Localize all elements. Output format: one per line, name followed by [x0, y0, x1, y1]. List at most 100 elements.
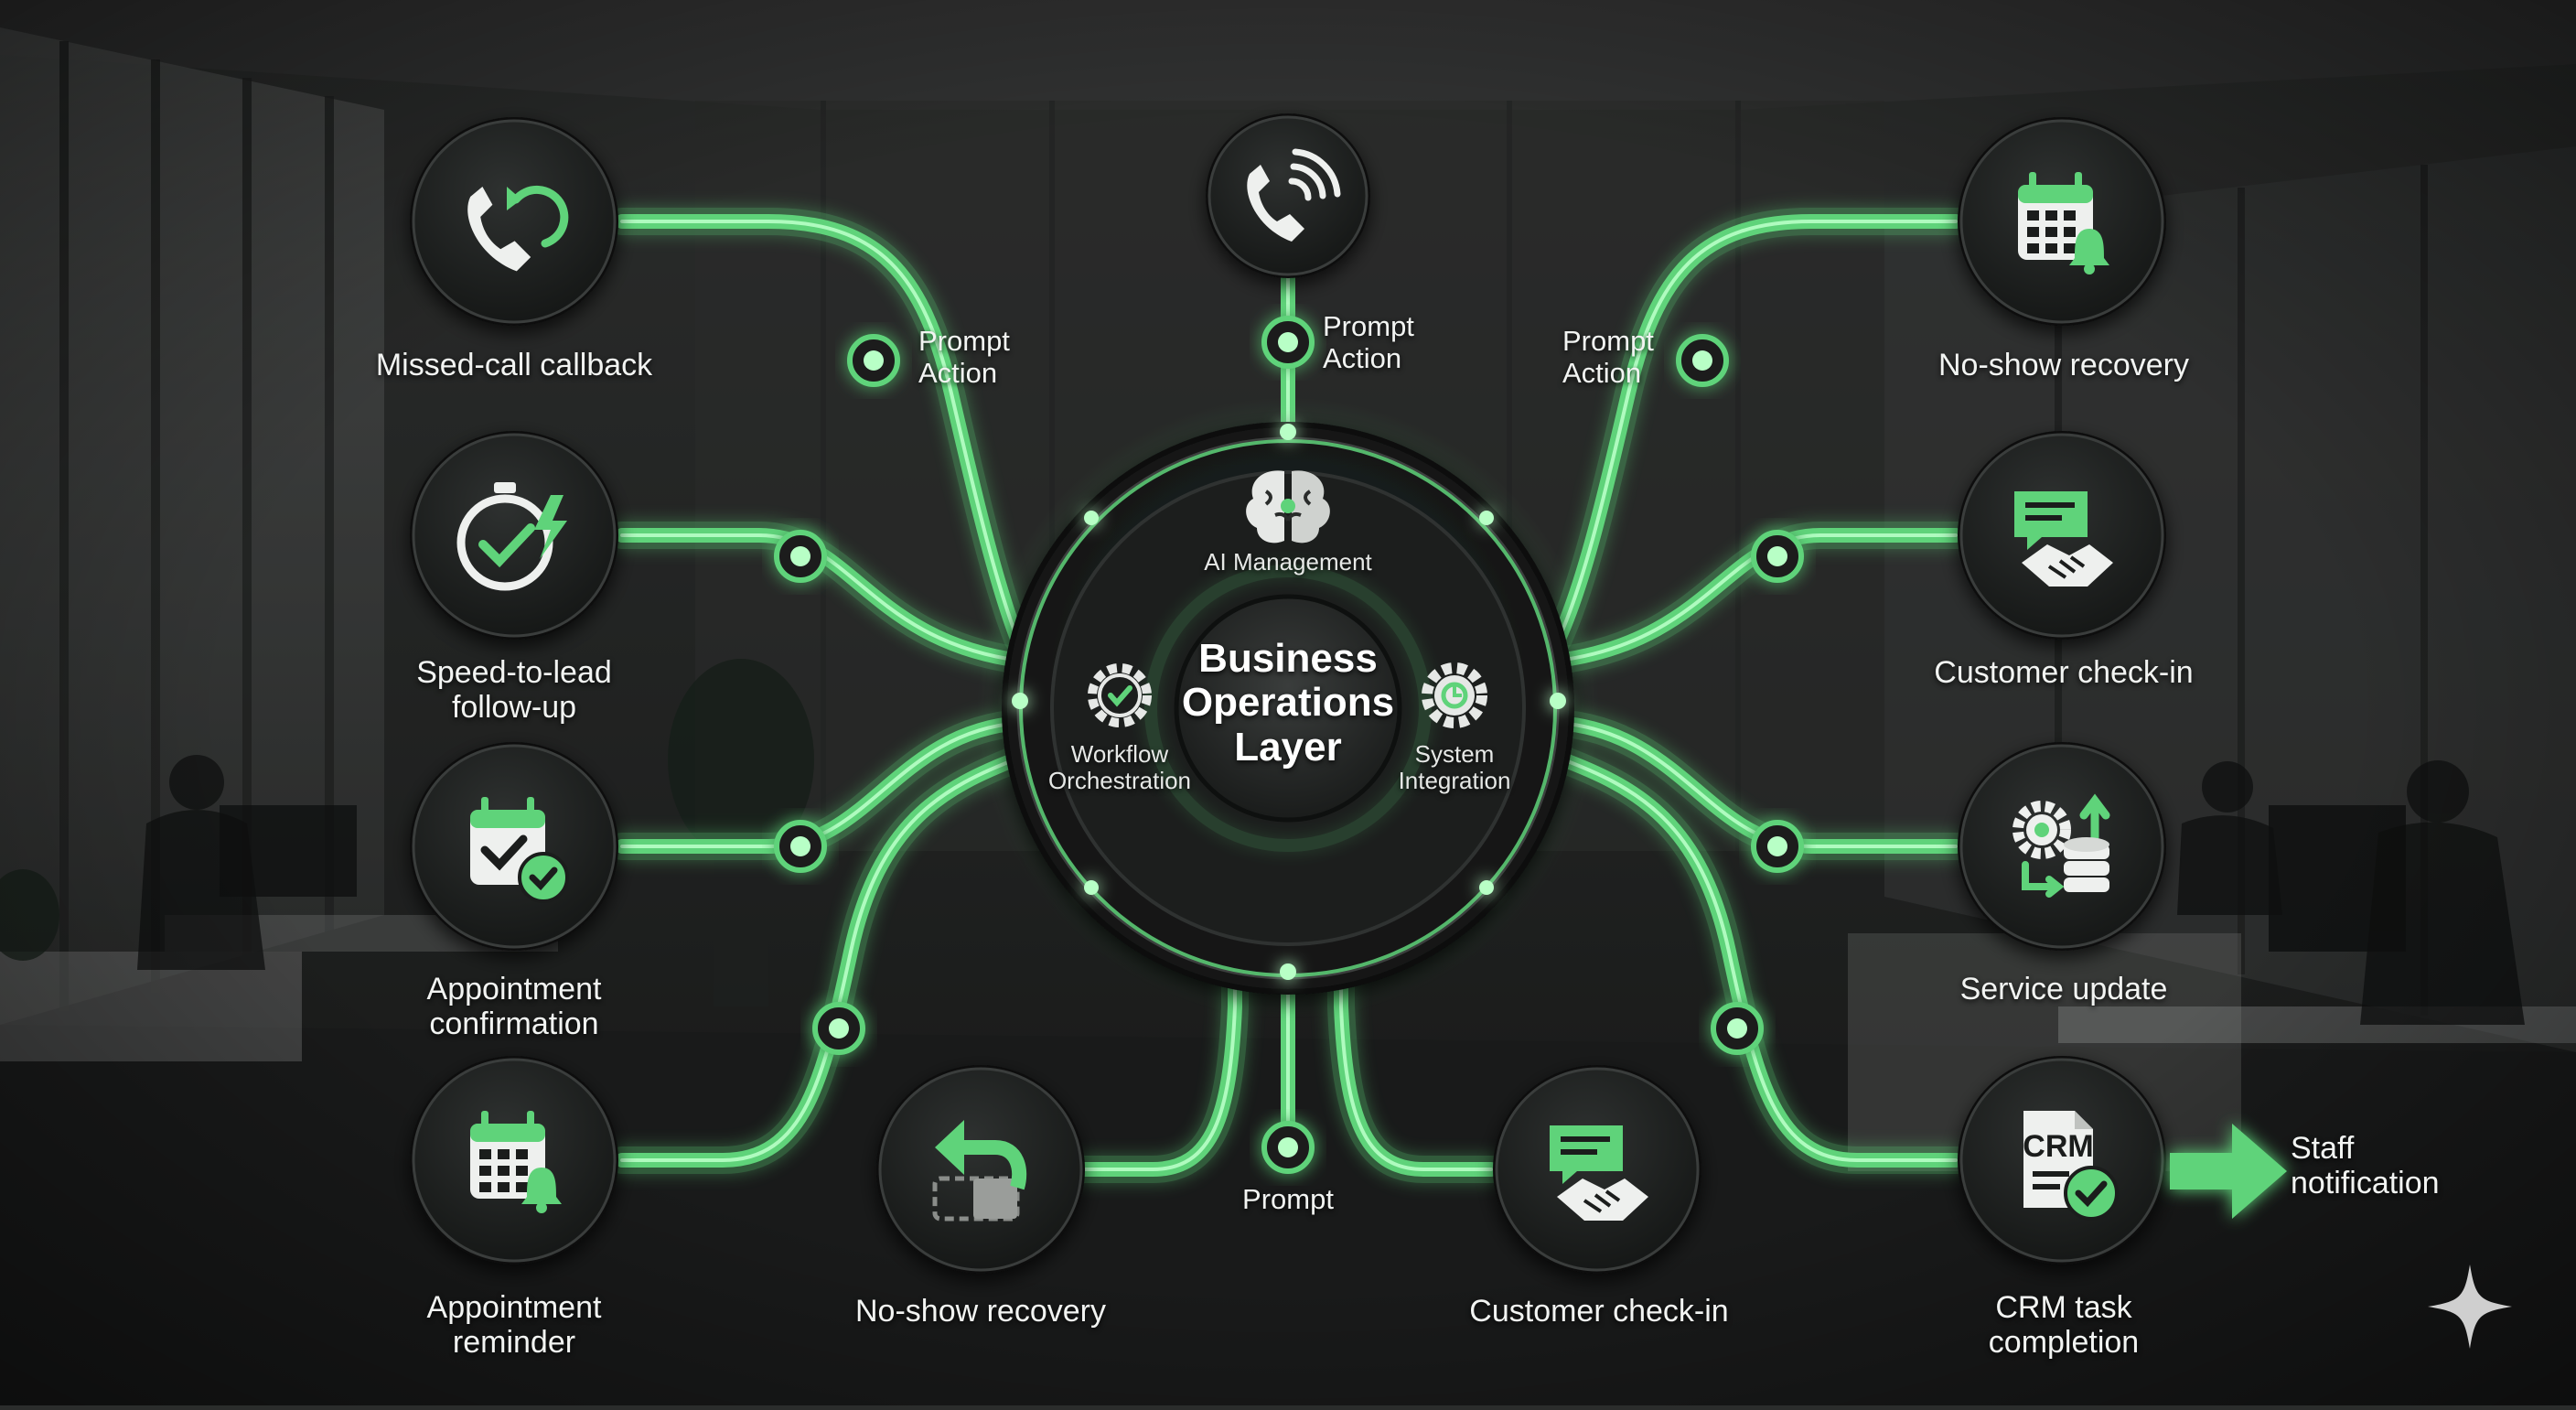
calendar-bell-icon: [470, 1111, 562, 1213]
bottom-node-2[interactable]: [1493, 1065, 1701, 1274]
hub-core: [1174, 594, 1402, 823]
connector-label-upper-left: Prompt Action: [918, 325, 1074, 389]
node-label-appointment-confirmation: Appointment confirmation: [331, 972, 697, 1041]
hub-module-line: Integration: [1398, 767, 1511, 795]
node-label-line: Missed-call callback: [375, 348, 653, 382]
stopwatch-bolt-icon: [456, 482, 567, 591]
track-junction-dot: [812, 1002, 865, 1055]
node-label-line: completion: [1988, 1325, 2140, 1361]
node-label-line: Customer check-in: [1934, 655, 2194, 690]
connector-label-top: Prompt Action: [1323, 310, 1478, 374]
right-node-2[interactable]: [1958, 431, 2166, 640]
connector-label-upper-right: Prompt Action: [1562, 325, 1718, 389]
track-junction-dot: [1676, 334, 1729, 387]
hub-ring-dots: [1012, 424, 1566, 980]
phone-callback-icon: [467, 185, 569, 272]
connector-label-bottom: Prompt: [1197, 1183, 1379, 1216]
hub-module-ai-management: AI Management: [1151, 548, 1425, 576]
phone-signal-icon: [1247, 148, 1341, 242]
undo-arrow-icon: [932, 1120, 1027, 1222]
track-junction-dot: [1261, 316, 1315, 369]
workflow-gear-icon: [1088, 663, 1152, 727]
node-label-appointment-reminder: Appointment reminder: [331, 1290, 697, 1360]
crm-badge-text: CRM: [2023, 1129, 2093, 1164]
node-label-line: Customer check-in: [1469, 1294, 1729, 1329]
sparkle-icon: [2428, 1265, 2512, 1349]
system-gear-icon: [1422, 662, 1487, 728]
track-crm-task: [1544, 744, 1970, 1174]
node-label-missed-call-callback: Missed-call callback: [331, 348, 697, 382]
track-junction-dot: [774, 530, 827, 583]
track-junction-dot: [1711, 1002, 1764, 1055]
node-label-service-update: Service update: [1881, 972, 2247, 1006]
hub-title-line: Layer: [1234, 724, 1342, 770]
right-node-1[interactable]: [1958, 117, 2166, 326]
node-label-line: Appointment: [426, 1290, 602, 1325]
connector-label-line: Action: [1323, 341, 1402, 374]
node-label-no-show-recovery-bottom: No-show recovery: [798, 1294, 1164, 1329]
right-node-3[interactable]: [1958, 742, 2166, 951]
connector-label-line: Action: [918, 356, 998, 389]
staff-notification-label: Staff notification: [2291, 1131, 2565, 1200]
node-label-customer-check-in-bottom: Customer check-in: [1416, 1294, 1782, 1329]
node-label-crm-task-completion: CRM task completion: [1881, 1290, 2247, 1360]
nodes-layer: CRM: [410, 113, 2166, 1274]
connector-label-line: Prompt: [1323, 310, 1414, 342]
node-label-customer-check-in-right: Customer check-in: [1881, 655, 2247, 690]
staff-notification-arrow-icon: [2170, 1124, 2287, 1219]
chat-handshake-icon: [2014, 491, 2113, 587]
connector-tracks: [608, 208, 1970, 1183]
track-junction-dot: [847, 334, 900, 387]
hub-module-line: AI Management: [1204, 548, 1372, 576]
node-label-line: reminder: [452, 1325, 576, 1361]
track-junction-dot: [1751, 820, 1804, 873]
node-label-line: follow-up: [451, 690, 577, 726]
hub-title-line: Business: [1198, 636, 1378, 681]
node-label-line: CRM task: [1995, 1290, 2132, 1325]
track-missed-call: [608, 208, 1031, 652]
track-no-show-right: [1545, 208, 1970, 652]
track-junction-dot: [1751, 530, 1804, 583]
left-node-2[interactable]: [410, 431, 618, 640]
track-bottom-right: [1327, 952, 1505, 1183]
node-label-line: Appointment: [426, 972, 602, 1006]
connector-label-line: Prompt: [918, 325, 1010, 357]
left-node-3[interactable]: [410, 742, 618, 951]
connector-label-line: Prompt: [1242, 1183, 1334, 1215]
node-label-line: Service update: [1959, 972, 2168, 1006]
hub-title-line: Operations: [1181, 680, 1395, 726]
hub-module-line: Workflow: [1070, 740, 1169, 768]
connector-label-line: Prompt: [1562, 325, 1654, 357]
brain-icon: [1246, 470, 1330, 544]
business-operations-hub: [977, 397, 1599, 1019]
right-node-4[interactable]: CRM: [1958, 1056, 2166, 1265]
calendar-bell-icon: [2018, 172, 2109, 274]
crm-document-check-icon: CRM: [2023, 1111, 2119, 1221]
left-node-4[interactable]: [410, 1056, 618, 1265]
hub-module-line: Orchestration: [1047, 767, 1192, 795]
node-label-line: confirmation: [429, 1006, 599, 1042]
staff-notification-line: notification: [2291, 1166, 2440, 1201]
track-customer-check-in-right: [1544, 522, 1970, 674]
hub-module-system-integration: System Integration: [1345, 740, 1564, 795]
left-node-1[interactable]: [410, 117, 618, 326]
top-node[interactable]: [1206, 113, 1370, 278]
node-label-line: No-show recovery: [1938, 348, 2189, 382]
node-label-line: No-show recovery: [855, 1294, 1106, 1329]
hub-module-workflow-orchestration: Workflow Orchestration: [1010, 740, 1229, 795]
node-label-line: Speed-to-lead: [416, 655, 612, 690]
track-appointment-reminder: [608, 744, 1034, 1174]
staff-notification-line: Staff: [2291, 1131, 2355, 1166]
bottom-node-1[interactable]: [876, 1065, 1085, 1274]
calendar-check-icon: [470, 797, 569, 903]
node-label-no-show-recovery-right: No-show recovery: [1881, 348, 2247, 382]
gear-database-icon: [2012, 793, 2110, 898]
hub-title: Business Operations Layer: [1151, 636, 1425, 770]
track-bottom-left: [1070, 952, 1249, 1183]
node-label-speed-to-lead: Speed-to-lead follow-up: [331, 655, 697, 725]
connector-label-line: Action: [1562, 356, 1642, 389]
hub-module-line: System: [1414, 740, 1495, 768]
track-junction-dot: [774, 820, 827, 873]
